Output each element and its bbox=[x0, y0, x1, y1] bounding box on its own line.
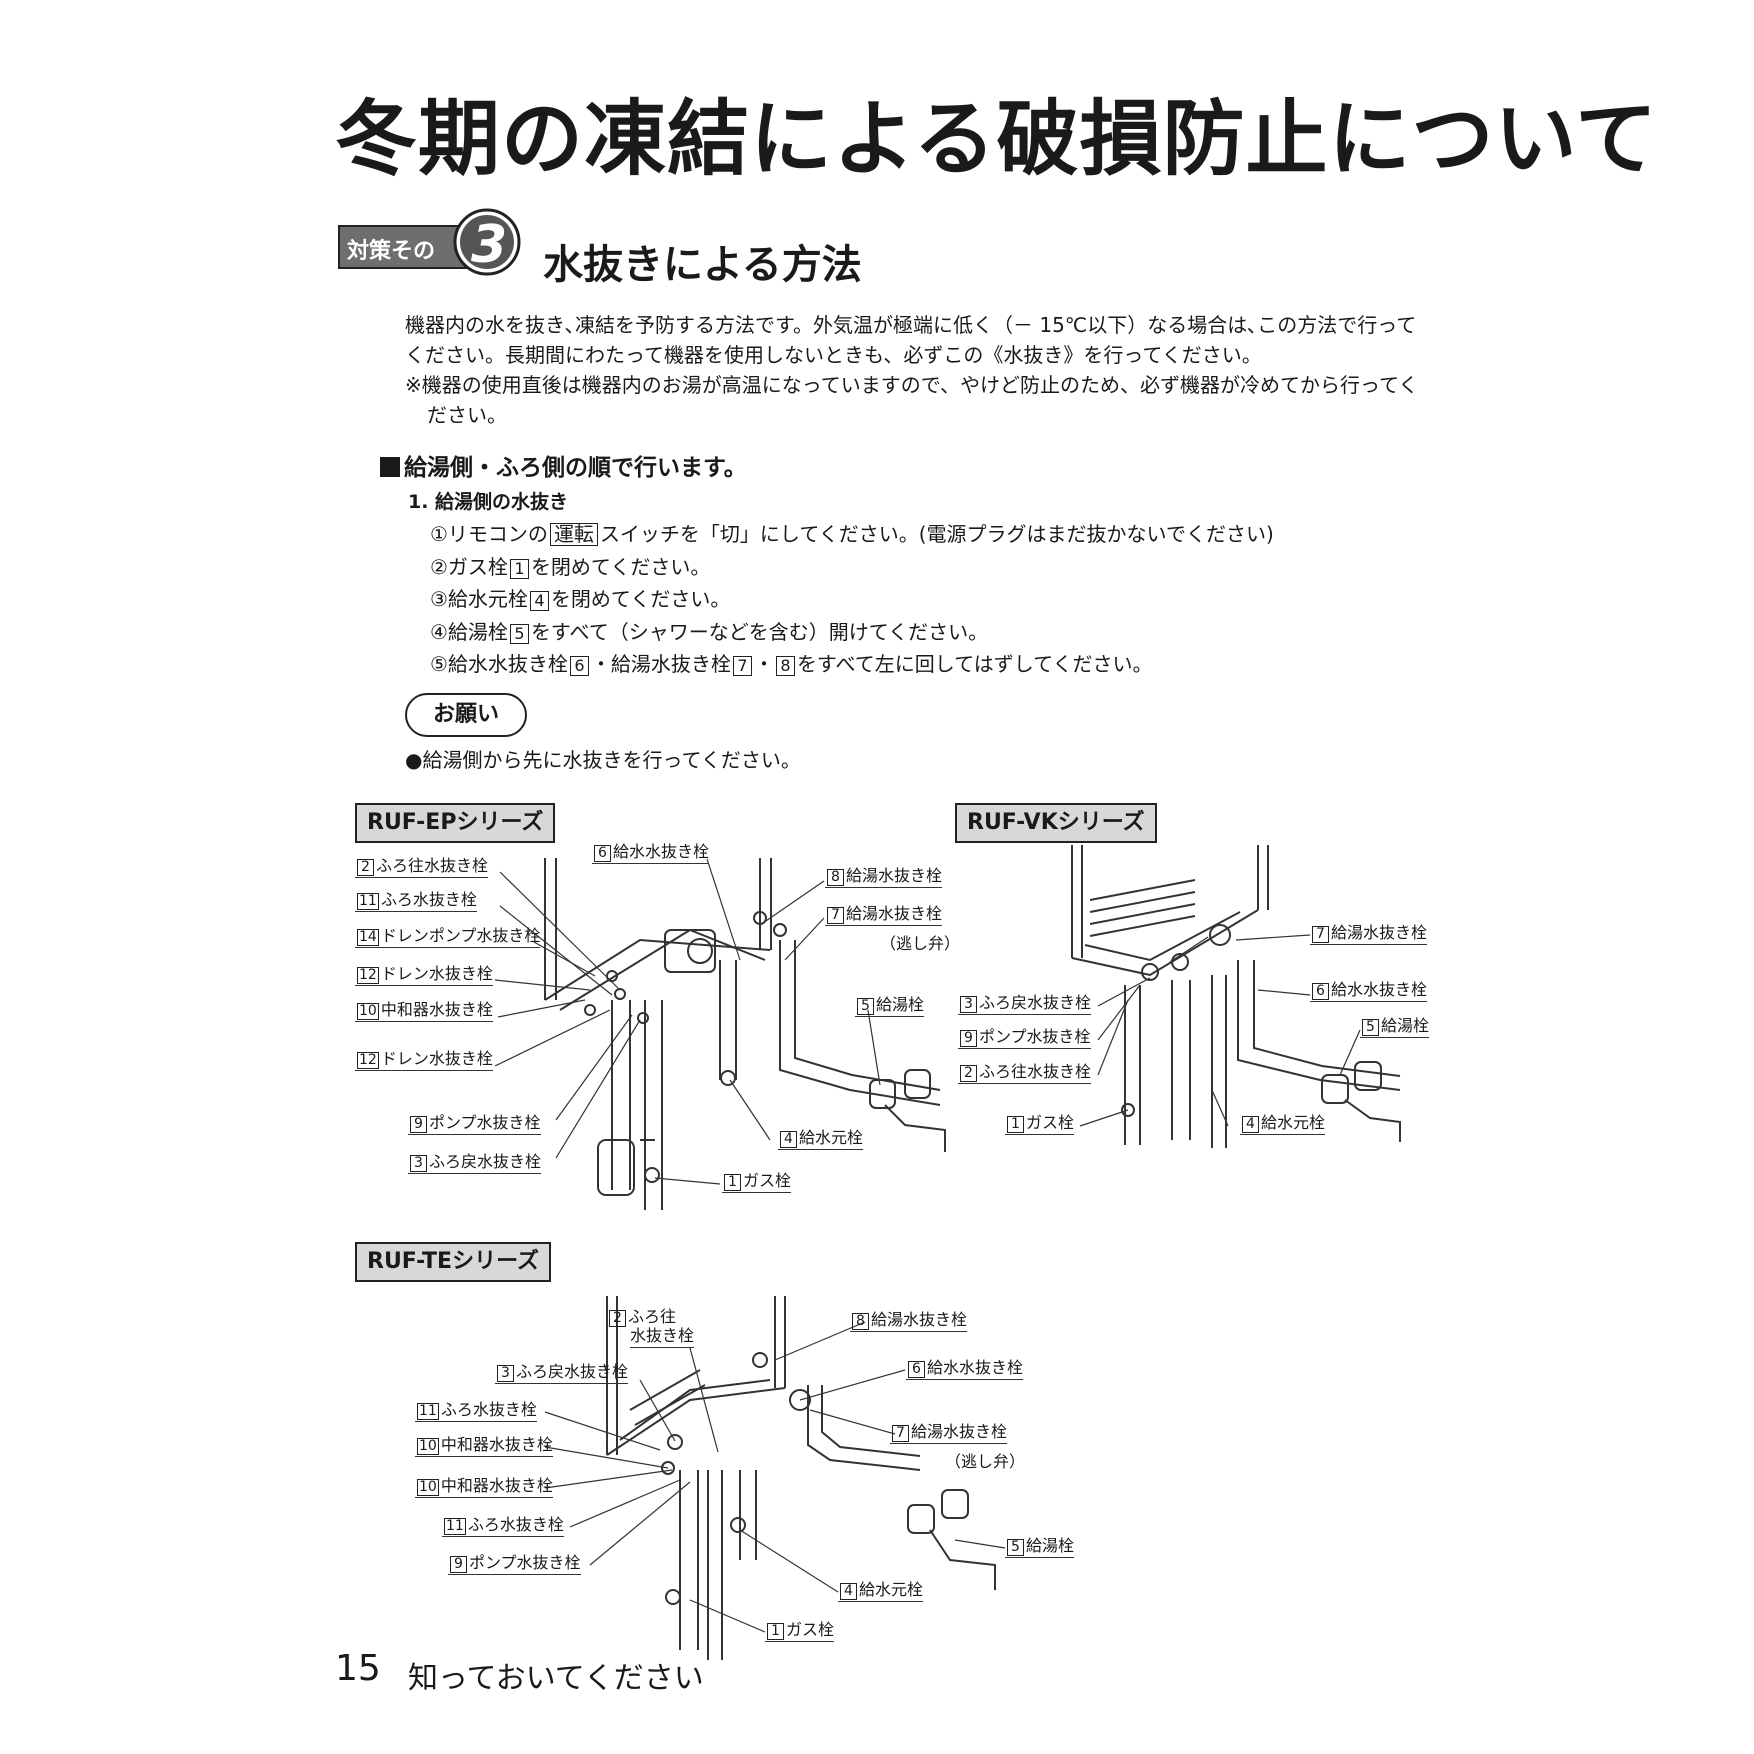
intro-paragraph: 機器内の水を抜き､凍結を予防する方法です。外気温が極端に低く（－ 15℃以下）な… bbox=[405, 313, 1417, 367]
section-heading: 水抜きによる方法 bbox=[543, 242, 862, 288]
step-title: 1. 給湯側の水抜き bbox=[408, 491, 569, 513]
section-badge: 対策その 3 bbox=[338, 208, 521, 276]
section-badge-number: 3 bbox=[471, 215, 507, 275]
te-label-2-line2: 水抜き栓 bbox=[630, 1326, 695, 1348]
intro-note: ※機器の使用直後は機器内のお湯が高温になっていますので、やけど防止のため、必ず機… bbox=[405, 373, 1419, 427]
te-relief-note: （逃し弁） bbox=[945, 1452, 1026, 1471]
vk-unit-illustration bbox=[1071, 845, 1401, 1148]
run-switch-key: 運転 bbox=[549, 523, 598, 546]
section-badge-label: 対策その bbox=[347, 238, 435, 264]
ep-unit-illustration bbox=[544, 858, 946, 1210]
te-unit-illustration bbox=[606, 1296, 996, 1660]
ep-series-title: RUF-EPシリーズ bbox=[355, 803, 556, 843]
intro-text: 機器内の水を抜き､凍結を予防する方法です。外気温が極端に低く（－ 15℃以下）な… bbox=[405, 310, 1435, 430]
page-title: 冬期の凍結による破損防止について bbox=[335, 92, 1659, 187]
step-1: ①リモコンの運転スイッチを「切」にしてください。(電源プラグはまだ抜かないでくだ… bbox=[430, 522, 1274, 546]
footer-section-name: 知っておいてください bbox=[408, 1661, 704, 1696]
procedure-heading-text: 給湯側・ふろ側の順で行います。 bbox=[404, 455, 747, 481]
vk-series-title: RUF-VKシリーズ bbox=[955, 803, 1157, 843]
request-note: ●給湯側から先に水抜きを行ってください。 bbox=[405, 748, 801, 772]
ep-relief-note: （逃し弁） bbox=[880, 934, 961, 953]
request-badge: お願い bbox=[405, 693, 527, 737]
leader-lines bbox=[494, 858, 1361, 1633]
step-list: ①リモコンの運転スイッチを「切」にしてください。(電源プラグはまだ抜かないでくだ… bbox=[430, 518, 1274, 681]
page-number: 15 bbox=[335, 1648, 381, 1689]
square-bullet-icon bbox=[380, 457, 400, 477]
procedure-heading: 給湯側・ふろ側の順で行います。 bbox=[380, 448, 747, 482]
te-series-title: RUF-TEシリーズ bbox=[355, 1242, 551, 1282]
